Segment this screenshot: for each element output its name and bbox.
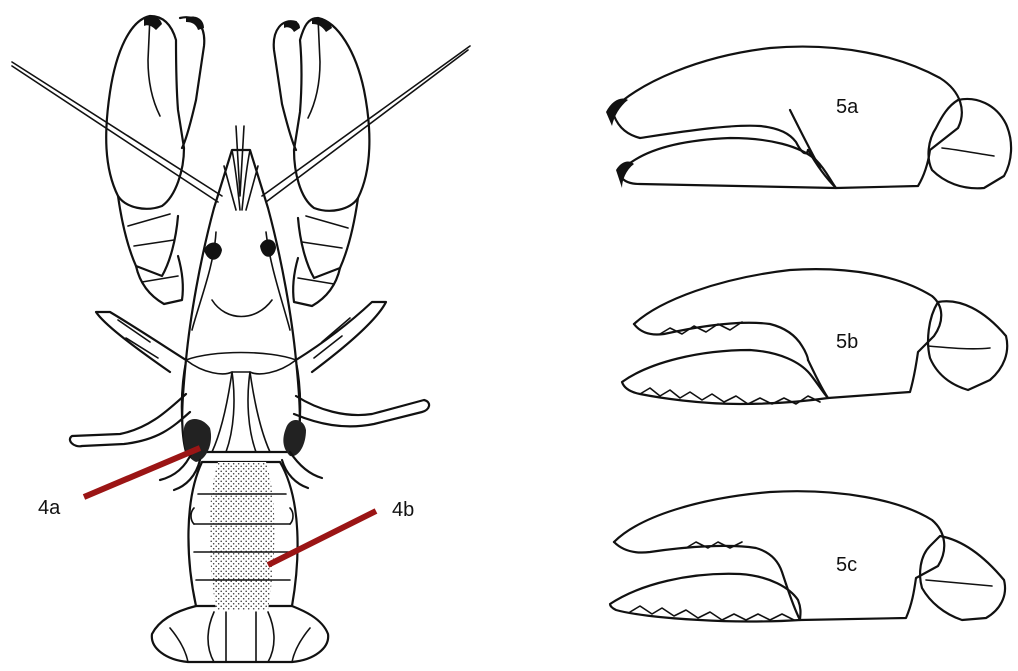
pointer-4a	[84, 448, 200, 497]
label-5c: 5c	[836, 554, 857, 576]
label-4a: 4a	[38, 497, 61, 519]
claw-5c: 5c	[610, 491, 1005, 621]
claw-5a: 5a	[606, 47, 1011, 189]
right-cheliped	[274, 17, 370, 306]
label-5a: 5a	[836, 96, 859, 118]
label-4b: 4b	[392, 499, 414, 521]
carapace	[182, 150, 307, 462]
abdomen	[152, 462, 328, 662]
crayfish-dorsal-drawing	[12, 16, 470, 662]
label-5b: 5b	[836, 331, 858, 353]
claw-5b: 5b	[622, 269, 1007, 404]
pointer-4b	[268, 511, 376, 565]
rostrum	[224, 126, 258, 210]
